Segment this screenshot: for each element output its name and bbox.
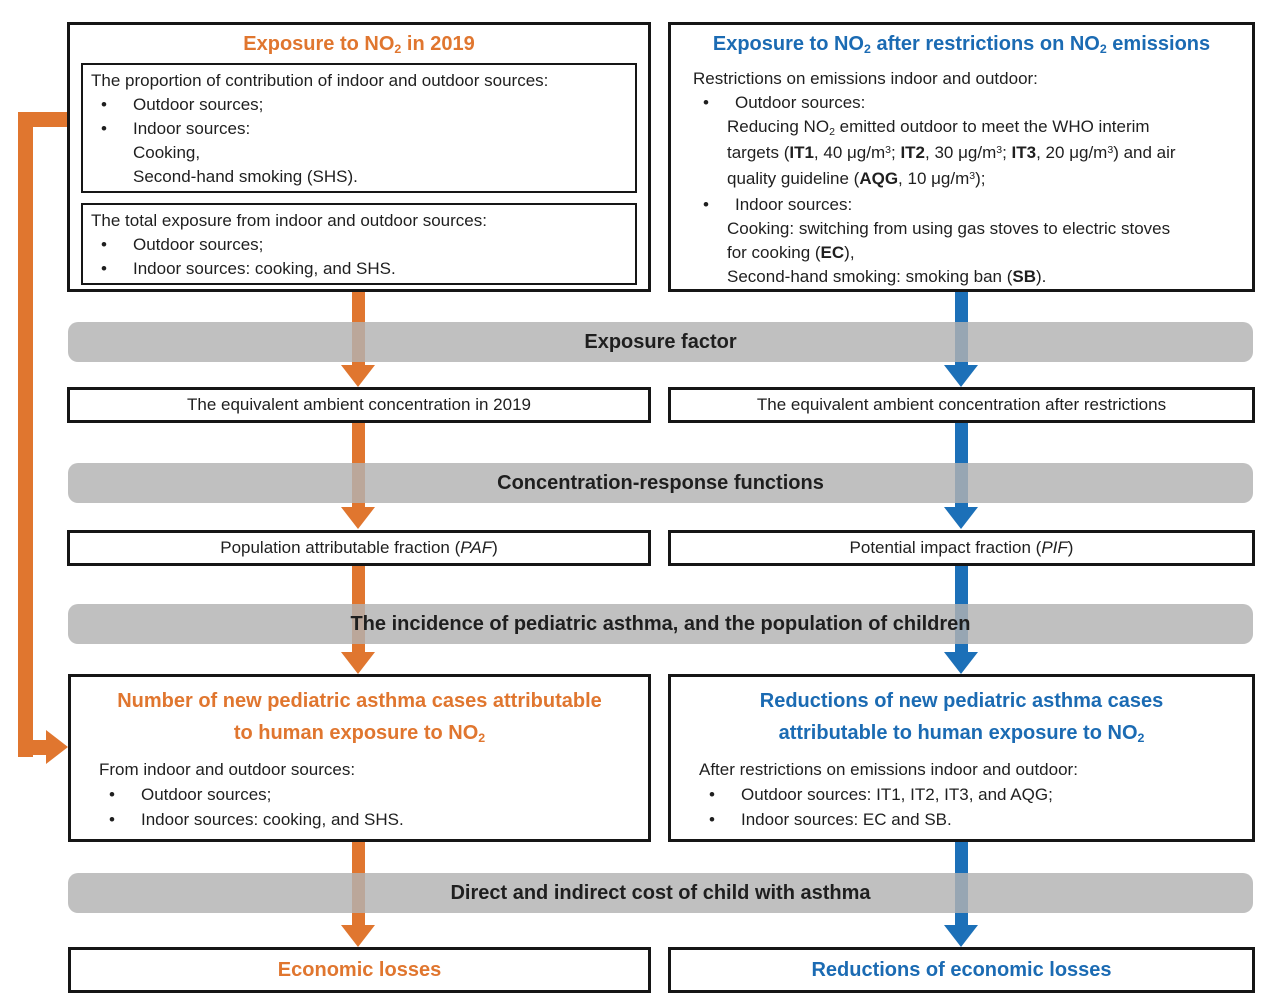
asthma-cases-title-line2: to human exposure to NO2 [233, 722, 486, 746]
concentration-response-bar: Concentration-response functions [68, 463, 1253, 503]
blue-arrow-4-head [944, 925, 978, 947]
exposure-factor-bar-label: Exposure factor [584, 330, 737, 353]
restrictions-aqg-line: quality guideline (AQG, 10 μg/m3); [727, 169, 986, 188]
cost-bar-label: Direct and indirect cost of child with a… [450, 881, 871, 904]
restrictions-outdoor-item: Outdoor sources: [691, 91, 1244, 115]
restrictions-indoor-item: Indoor sources: [691, 193, 1244, 217]
restrictions-ec-line: for cooking (EC), [727, 243, 855, 262]
proportion-heading: The proportion of contribution of indoor… [91, 71, 549, 90]
restrictions-heading: Restrictions on emissions indoor and out… [693, 69, 1038, 88]
total-indoor-item: Indoor sources: cooking, and SHS. [83, 257, 635, 281]
blue-arrow-3-head [944, 652, 978, 674]
loop-arrow-head [46, 730, 68, 764]
paf-box: Population attributable fraction (PAF) [67, 530, 651, 566]
blue-arrow-1-head [944, 365, 978, 387]
restrictions-targets-line: targets (IT1, 40 μg/m3; IT2, 30 μg/m3; I… [727, 143, 1176, 162]
eac-2019-label: The equivalent ambient concentration in … [186, 395, 531, 414]
asthma-cases-indoor-item: Indoor sources: cooking, and SHS. [91, 807, 636, 832]
asthma-cases-box: Number of new pediatric asthma cases att… [68, 674, 651, 842]
loop-arrow-vertical-segment [18, 112, 33, 757]
total-outdoor-item: Outdoor sources; [83, 233, 635, 257]
pif-box: Potential impact fraction (PIF) [668, 530, 1255, 566]
asthma-cases-title-line1: Number of new pediatric asthma cases att… [117, 690, 602, 712]
total-exposure-box: The total exposure from indoor and outdo… [81, 203, 637, 285]
exposure-2019-title: Exposure to NO2 in 2019 [243, 33, 475, 57]
loop-arrow-bottom-segment [18, 740, 47, 755]
orange-arrow-4-head [341, 925, 375, 947]
eac-2019-box: The equivalent ambient concentration in … [67, 387, 651, 423]
restrictions-title: Exposure to NO2 after restrictions on NO… [712, 33, 1211, 57]
exposure-factor-bar: Exposure factor [68, 322, 1253, 362]
incidence-bar-label: The incidence of pediatric asthma, and t… [350, 612, 971, 635]
eac-after-box: The equivalent ambient concentration aft… [668, 387, 1255, 423]
asthma-reductions-title-line2: attributable to human exposure to NO2 [778, 722, 1145, 746]
asthma-reductions-outdoor-item: Outdoor sources: IT1, IT2, IT3, and AQG; [691, 782, 1240, 807]
asthma-reductions-indoor-item: Indoor sources: EC and SB. [691, 807, 1240, 832]
cost-bar: Direct and indirect cost of child with a… [68, 873, 1253, 913]
pif-label: Potential impact fraction (PIF) [849, 538, 1074, 557]
incidence-bar: The incidence of pediatric asthma, and t… [68, 604, 1253, 644]
orange-arrow-3-head [341, 652, 375, 674]
asthma-cases-outdoor-item: Outdoor sources; [91, 782, 636, 807]
economic-reductions-label: Reductions of economic losses [811, 958, 1112, 981]
paf-label: Population attributable fraction (PAF) [220, 538, 498, 557]
proportion-indoor-item: Indoor sources: [83, 117, 635, 141]
proportion-cooking-item: Cooking, [133, 143, 201, 162]
asthma-reductions-title-line1: Reductions of new pediatric asthma cases [759, 690, 1164, 712]
total-exposure-heading: The total exposure from indoor and outdo… [91, 211, 487, 230]
restrictions-reducing-line: Reducing NO2 emitted outdoor to meet the… [727, 117, 1150, 138]
eac-after-label: The equivalent ambient concentration aft… [756, 395, 1167, 414]
economic-losses-box: Economic losses [68, 947, 651, 993]
proportion-outdoor-item: Outdoor sources; [83, 93, 635, 117]
proportion-shs-item: Second-hand smoking (SHS). [133, 167, 358, 186]
loop-arrow-top-segment [18, 112, 80, 127]
restrictions-cooking-line: Cooking: switching from using gas stoves… [727, 219, 1171, 238]
orange-arrow-2-head [341, 507, 375, 529]
restrictions-sb-line: Second-hand smoking: smoking ban (SB). [727, 267, 1047, 286]
asthma-reductions-heading: After restrictions on emissions indoor a… [699, 760, 1078, 779]
proportion-sources-box: The proportion of contribution of indoor… [81, 63, 637, 193]
restrictions-box: Exposure to NO2 after restrictions on NO… [668, 22, 1255, 292]
asthma-cases-heading: From indoor and outdoor sources: [99, 760, 356, 779]
economic-losses-label: Economic losses [277, 958, 442, 981]
orange-arrow-1-head [341, 365, 375, 387]
economic-reductions-box: Reductions of economic losses [668, 947, 1255, 993]
exposure-2019-box: Exposure to NO2 in 2019 The proportion o… [67, 22, 651, 292]
concentration-response-bar-label: Concentration-response functions [497, 471, 824, 494]
asthma-reductions-box: Reductions of new pediatric asthma cases… [668, 674, 1255, 842]
blue-arrow-2-head [944, 507, 978, 529]
